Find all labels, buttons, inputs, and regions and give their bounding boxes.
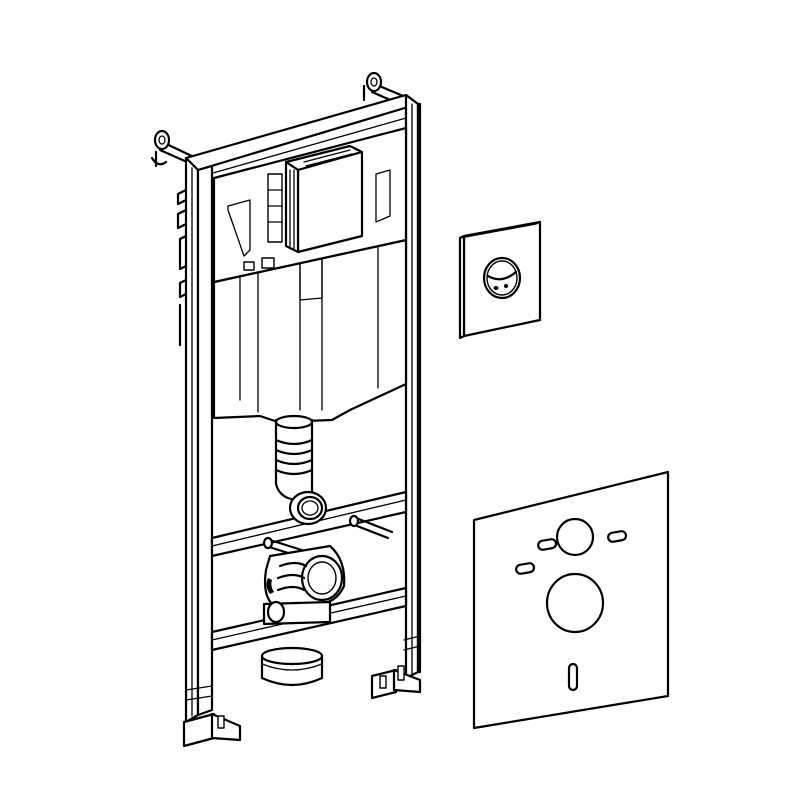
flush-elbow-connector	[290, 492, 326, 524]
mat-fixing-slot-lower-left	[515, 562, 534, 574]
flush-pipe	[276, 416, 312, 500]
cistern-body	[214, 240, 406, 422]
mat-fixing-slot-upper-right	[607, 530, 626, 542]
mat-waste-pipe-hole	[547, 574, 603, 632]
waste-pipe-bottom	[262, 648, 322, 685]
mat-water-slot	[569, 664, 577, 690]
sound-insulation-mat	[474, 472, 668, 728]
actuator-housing	[268, 146, 362, 252]
flush-plate	[460, 222, 540, 338]
frame-foot-left	[184, 714, 240, 746]
mat-fixing-slot-upper-left	[537, 538, 556, 550]
waste-connector	[264, 546, 344, 624]
flush-button-dual-split	[488, 272, 516, 279]
frame-left-upright	[186, 158, 212, 722]
mat-flush-pipe-hole	[557, 519, 593, 555]
frame-foot-right	[372, 666, 420, 698]
cistern	[214, 128, 406, 422]
side-fixings	[178, 190, 186, 345]
installation-frame	[152, 73, 420, 746]
frame-right-upright	[404, 95, 420, 678]
